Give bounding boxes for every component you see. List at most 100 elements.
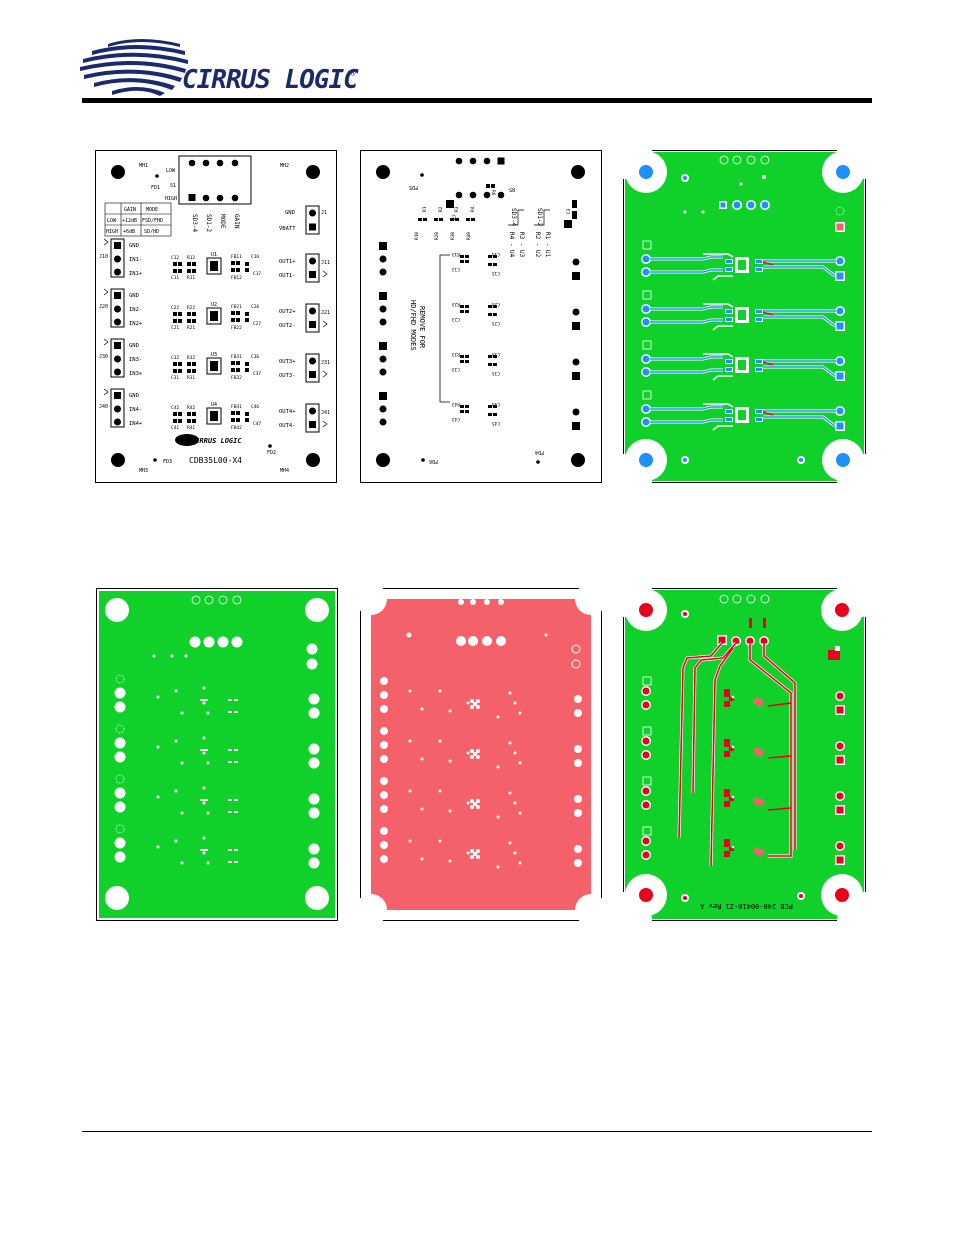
label-r1: R1 (422, 206, 428, 212)
label-j11: J11 (321, 260, 330, 266)
label-r20: R20 (434, 232, 440, 240)
label-s1: S1 (170, 183, 176, 189)
panel-top-copper (623, 150, 866, 483)
label-in-minus: IN3- (129, 357, 142, 363)
label-c: C25 (492, 320, 500, 326)
mount-hole (571, 453, 585, 467)
label-r: R11 (187, 275, 195, 281)
label-r5: R5 (509, 186, 515, 192)
label-out-minus: OUT3- (279, 373, 296, 379)
label-out-plus: OUT2+ (279, 309, 296, 315)
mount-hole (111, 453, 125, 467)
label-gnd: GND (129, 393, 139, 399)
label-c: C36 (251, 354, 259, 360)
label-fd3: FD3 (163, 459, 172, 465)
copper-channel-4 (641, 390, 845, 431)
label-mh3: MH3 (139, 468, 148, 474)
label-r: R31 (187, 375, 195, 381)
pad (572, 308, 580, 316)
label-c: C43 (452, 416, 460, 422)
label-mh4: MH4 (280, 468, 289, 474)
pad (572, 422, 580, 430)
label-c: C15 (492, 270, 500, 276)
label-r: R41 (187, 425, 195, 431)
map-r4: R4 - U4 (508, 232, 515, 258)
label-sd34: SD3-4 (191, 214, 198, 232)
label-in-plus: IN1+ (129, 271, 143, 277)
label-in-minus: IN2- (129, 307, 142, 313)
label-r: R43 (452, 401, 460, 407)
label-c: C31 (171, 375, 179, 381)
label-r6: R6 (490, 190, 496, 196)
label-r30: R30 (450, 232, 456, 240)
label-u: U4 (211, 402, 217, 408)
mount-hole (376, 165, 390, 179)
copper-channel-2 (641, 290, 845, 331)
label-out-plus: OUT1+ (279, 259, 296, 265)
label-out-plus: OUT3+ (279, 359, 296, 365)
label-gnd: GND (129, 343, 139, 349)
mount-hole (306, 165, 320, 179)
label-j31: J31 (321, 360, 330, 366)
hd-fhd-modes: HD/FHD MODES (409, 300, 417, 351)
label-in-plus: IN4+ (129, 421, 143, 427)
label-fb: FB32 (231, 375, 242, 381)
table-high-mode: SD/HD (144, 229, 159, 235)
pad (379, 368, 387, 376)
inner-channel-1 (114, 674, 320, 719)
label-c: C11 (171, 275, 179, 281)
label-fb: FB31 (231, 354, 242, 360)
label-c: C24 (492, 301, 500, 307)
label-u: U1 (211, 252, 217, 258)
mount-hole (306, 453, 320, 467)
label-out-minus: OUT2- (279, 323, 296, 329)
label-u: U2 (211, 302, 217, 308)
label-c: C17 (253, 271, 261, 277)
pad (379, 242, 387, 250)
board-name: CDB35L00-X4 (189, 456, 242, 465)
inner-channel-3 (114, 774, 320, 819)
label-c: C32 (171, 355, 179, 361)
panel-inner-green (96, 588, 338, 921)
table-low-gain: +12dB (122, 218, 137, 224)
plane-channel-1 (380, 677, 582, 719)
label-r2: R2 (438, 206, 444, 212)
label-r: R22 (187, 305, 195, 311)
pad (379, 318, 387, 326)
registered-mark: ® (350, 69, 356, 79)
label-fd2: FD2 (267, 450, 276, 456)
label-sd12: SD1-2 (205, 214, 212, 232)
label-r3: R3 (454, 206, 460, 212)
label-c: C22 (171, 305, 179, 311)
mount-pad (835, 888, 849, 902)
table-head-mode: MODE (146, 207, 158, 213)
label-r: R23 (452, 301, 460, 307)
mount-pad (639, 165, 653, 179)
label-fd4: FD4 (535, 449, 544, 455)
pad (379, 418, 387, 426)
label-out-plus: OUT4+ (279, 409, 296, 415)
board-brand: CIRRUS LOGIC (191, 437, 242, 445)
remove-for: REMOVE FOR (418, 306, 426, 349)
label-j1: J1 (321, 210, 327, 216)
label-c: C34 (492, 351, 500, 357)
panel-silk-top: MH1 MH2 MH3 MH4 FD1 FD2 FD3 LOW S1 HIGH … (95, 150, 337, 483)
label-r: R33 (452, 351, 460, 357)
mount-pad (836, 453, 850, 467)
label-c: C23 (452, 316, 460, 322)
mount-pad (835, 603, 849, 617)
label-in-plus: IN3+ (129, 371, 143, 377)
label-gain: GAIN (233, 214, 240, 229)
label-r: R42 (187, 405, 195, 411)
footer-rule (82, 1131, 872, 1132)
label-c: C46 (251, 404, 259, 410)
mount-hole (111, 165, 125, 179)
label-r7: R7 (452, 214, 458, 220)
label-r10: R10 (414, 232, 420, 240)
table-low: LOW (107, 218, 117, 224)
label-c: C33 (452, 366, 460, 372)
